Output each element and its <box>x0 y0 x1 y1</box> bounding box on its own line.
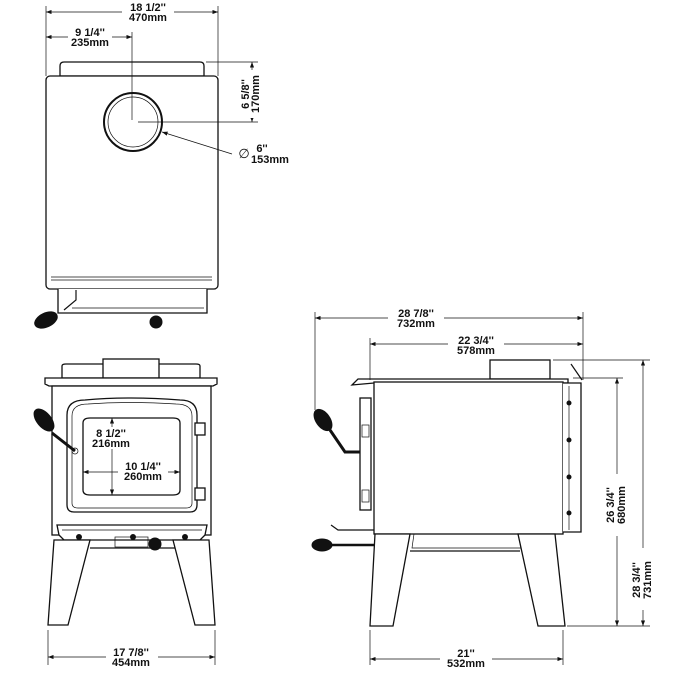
leg-depth-mm: 532mm <box>447 658 485 670</box>
overall-height-in: 28 3/4'' <box>631 562 643 598</box>
body-depth-in: 22 3/4'' <box>458 335 494 347</box>
front-view: 8 1/2'' 216mm 10 1/4'' 260mm 17 7/8'' 45… <box>33 358 218 670</box>
air-control-knob <box>148 537 162 551</box>
right-leg <box>172 539 216 626</box>
stove-side-body <box>373 381 564 535</box>
hinge-lower <box>194 487 206 501</box>
flue-collar-side <box>489 359 551 380</box>
flue-offset-side-in: 9 1/4'' <box>75 27 105 39</box>
flue-diameter-mm: 153mm <box>251 154 289 166</box>
overall-depth-in: 28 7/8'' <box>398 308 434 320</box>
body-depth-mm: 578mm <box>457 345 495 357</box>
overall-height-mm: 731mm <box>642 561 654 599</box>
glass-height-mm: 216mm <box>92 438 130 450</box>
door-handle <box>33 408 55 432</box>
diameter-symbol: ∅ <box>238 146 249 161</box>
leg-depth-in: 21'' <box>457 648 475 660</box>
rear-leg <box>517 533 566 627</box>
hinge-upper <box>194 422 206 436</box>
left-leg <box>47 539 91 626</box>
overall-width-in: 18 1/2'' <box>130 2 166 14</box>
overall-width-mm: 470mm <box>129 12 167 24</box>
flue-offset-back-in: 6 5/8'' <box>240 79 252 109</box>
top-view: 18 1/2'' 470mm 9 1/4'' 235mm 6 5/8'' 170… <box>34 2 289 329</box>
glass-width-in: 10 1/4'' <box>125 461 161 473</box>
overall-depth-mm: 732mm <box>397 318 435 330</box>
air-control-handle-side <box>311 538 333 552</box>
flue-diameter-in: 6'' <box>256 143 268 155</box>
door-handle-side <box>313 408 333 432</box>
top-plate <box>44 377 218 387</box>
glass-height-in: 8 1/2'' <box>96 428 126 440</box>
leg-width-mm: 454mm <box>112 657 150 669</box>
flue-offset-side-mm: 235mm <box>71 37 109 49</box>
flue-offset-back-mm: 170mm <box>250 75 262 113</box>
ash-lip <box>57 289 208 314</box>
rear-heat-shield <box>563 382 582 533</box>
door-side <box>359 397 372 511</box>
flue-collar-front <box>102 358 160 379</box>
body-height-mm: 680mm <box>616 486 628 524</box>
side-view: 28 7/8'' 732mm 22 3/4'' 578mm 26 3/4'' 6… <box>311 307 656 671</box>
glass-width-mm: 260mm <box>124 471 162 483</box>
leg-width-in: 17 7/8'' <box>113 647 149 659</box>
leg-foot <box>149 315 163 329</box>
body-height-in: 26 3/4'' <box>605 487 617 523</box>
air-control-handle <box>34 311 58 329</box>
front-leg <box>369 533 411 627</box>
